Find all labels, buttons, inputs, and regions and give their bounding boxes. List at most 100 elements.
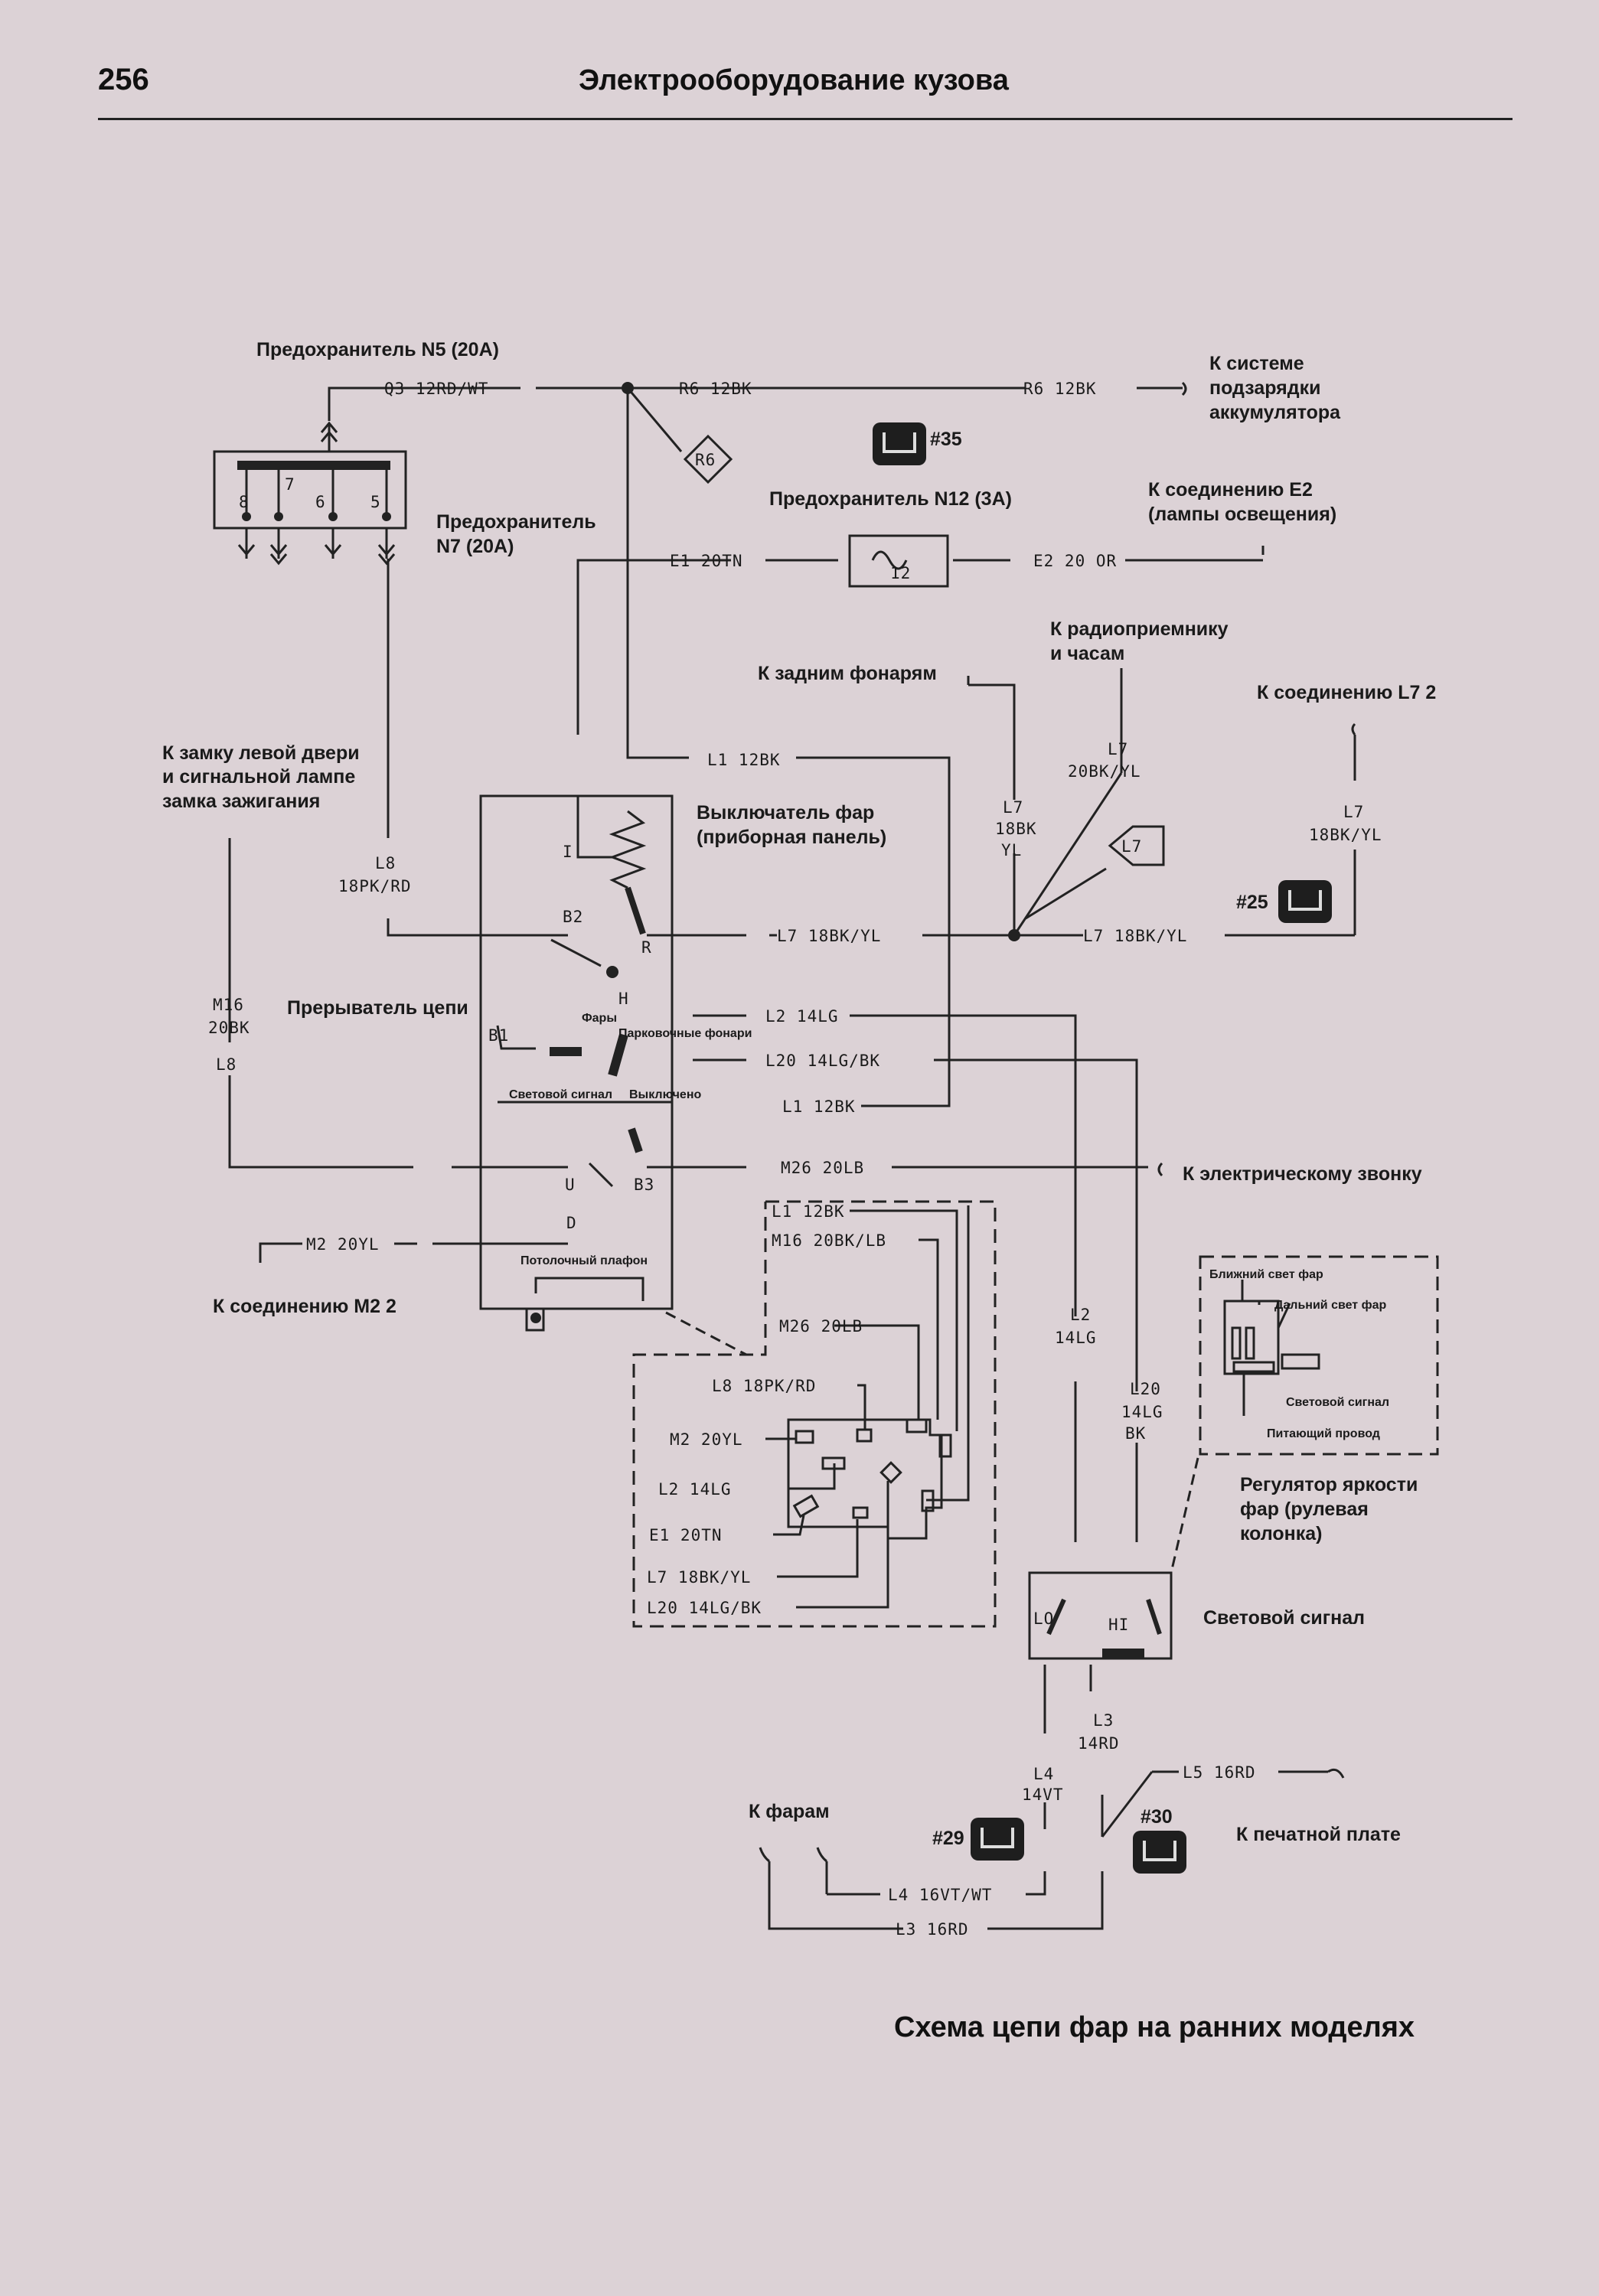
wire-q3: Q3 12RD/WT [384, 380, 488, 398]
charging-label-3: аккумулятора [1209, 402, 1341, 423]
pin-lo: LO [1033, 1609, 1054, 1628]
fuse-pin-5: 5 [370, 493, 381, 511]
fuse-block [213, 421, 407, 566]
charging-label-2: подзарядки [1209, 377, 1321, 399]
wire-lines [228, 381, 1356, 1930]
fuse-n7-label-1: Предохранитель [436, 511, 596, 533]
wire-l20: L20 14LG/BK [765, 1052, 880, 1070]
conn-m26: M26 20LB [779, 1317, 863, 1336]
signal-label: Световой сигнал [1203, 1607, 1365, 1629]
connector-view [632, 1200, 997, 1628]
charging-label-1: К системе [1209, 353, 1304, 374]
wire-l8-1: L8 [375, 854, 396, 872]
e2-label-1: К соединению E2 [1148, 479, 1313, 501]
dimmer-label-3: колонка) [1240, 1523, 1323, 1544]
headlamp-switch [479, 794, 674, 1332]
wire-l2v-2: 14LG [1055, 1329, 1097, 1347]
junction-dots [622, 382, 1020, 941]
wire-l2: L2 14LG [765, 1007, 839, 1026]
wire-l20v-3: BK [1125, 1424, 1146, 1443]
pin-b1: B1 [488, 1026, 509, 1045]
fuse-n7-label-2: N7 (20A) [436, 536, 514, 557]
dimmer-label-1: Регулятор яркости [1240, 1474, 1418, 1495]
wire-l3v-2: 14RD [1078, 1734, 1120, 1753]
l7-2-label: К соединению L7 2 [1257, 682, 1436, 703]
conn-m2: M2 20YL [670, 1430, 743, 1449]
door-label-1: К замку левой двери [162, 742, 360, 764]
rear-lamps-label: К задним фонарям [758, 663, 937, 684]
conn-e1: E1 20TN [649, 1526, 723, 1544]
conn-l20: L20 14LG/BK [647, 1599, 762, 1617]
connector-30-label: #30 [1141, 1806, 1173, 1828]
wire-l3b: L3 16RD [896, 1920, 969, 1939]
wire-l7-main: L7 18BK/YL [777, 927, 881, 945]
l7-tag-text: L7 [1121, 837, 1142, 856]
sw-off-label: Выключено [629, 1088, 701, 1101]
connector-icon-30 [1133, 1831, 1186, 1874]
wire-l4b: L4 16VT/WT [888, 1886, 992, 1904]
conn-l2: L2 14LG [658, 1480, 732, 1499]
wire-l4v-2: 14VT [1022, 1786, 1064, 1804]
fuse-n5-label: Предохранитель N5 (20A) [256, 339, 499, 360]
figure-caption: Схема цепи фар на ранних моделях [894, 2011, 1415, 2043]
wire-l7-radio-1: L7 [1108, 740, 1128, 758]
pcb-label: К печатной плате [1236, 1824, 1401, 1845]
sw-dome-label: Потолочный плафон [520, 1254, 648, 1267]
door-label-2: и сигнальной лампе [162, 766, 355, 788]
wire-l2v-1: L2 [1070, 1306, 1091, 1324]
connector-icon-29 [971, 1818, 1024, 1861]
wire-r6a: R6 12BK [679, 380, 752, 398]
wire-m16-2: 20BK [208, 1019, 250, 1037]
radio-label-1: К радиоприемнику [1050, 618, 1229, 640]
light-signal-small-label: Световой сигнал [1286, 1396, 1389, 1409]
e2-label-2: (лампы освещения) [1148, 504, 1336, 525]
switch-label-1: Выключатель фар [697, 802, 874, 823]
header-rule [98, 118, 1513, 120]
connector-icon-25 [1278, 880, 1332, 923]
wire-l7-right-2: 18BK/YL [1309, 826, 1382, 844]
wire-l5: L5 16RD [1183, 1763, 1256, 1782]
breaker-label: Прерыватель цепи [287, 997, 468, 1019]
wire-l1b: L1 12BK [782, 1097, 856, 1116]
pin-i: I [563, 843, 573, 861]
page-number: 256 [98, 63, 149, 96]
radio-label-2: и часам [1050, 643, 1124, 664]
wire-l7-right-1: L7 [1343, 803, 1364, 821]
wire-l4v-1: L4 [1033, 1765, 1054, 1783]
connector-35-label: #35 [930, 429, 962, 450]
fuse-pin-8: 8 [239, 493, 250, 511]
conn-l8: L8 18PK/RD [712, 1377, 816, 1395]
conn-l7: L7 18BK/YL [647, 1568, 751, 1587]
pin-b2: B2 [563, 908, 583, 926]
fuse-pin-7: 7 [285, 475, 295, 494]
wire-m16-1: M16 [213, 996, 244, 1014]
pin-d: D [566, 1214, 577, 1232]
wire-l20v-2: 14LG [1121, 1403, 1163, 1421]
r6-tag-text: R6 [695, 451, 716, 469]
light-signal-box [1028, 1571, 1173, 1660]
connector-29-label: #29 [932, 1828, 964, 1849]
wire-l8-2: 18PK/RD [338, 877, 412, 895]
sw-signal-label: Световой сигнал [509, 1088, 612, 1101]
pin-u: U [565, 1176, 576, 1194]
pin-r: R [641, 938, 652, 957]
pin-h: H [618, 990, 629, 1008]
page-title: Электрооборудование кузова [579, 64, 1009, 96]
wire-e1: E1 20TN [670, 552, 743, 570]
connector-25-label: #25 [1236, 892, 1268, 913]
wire-m26: M26 20LB [781, 1159, 864, 1177]
bell-label: К электрическому звонку [1183, 1163, 1422, 1185]
connector-icon-35 [873, 422, 926, 465]
fuse-n12-label: Предохранитель N12 (3A) [769, 488, 1012, 510]
wire-l3v-1: L3 [1093, 1711, 1114, 1730]
high-beam-label: Дальний свет фар [1274, 1299, 1386, 1312]
wire-r6b: R6 12BK [1023, 380, 1097, 398]
sw-parking-label: Парковочные фонари [618, 1027, 752, 1040]
wire-l20v-1: L20 [1130, 1380, 1161, 1398]
wire-l7-main2: L7 18BK/YL [1083, 927, 1187, 945]
m2-2-label: К соединению M2 2 [213, 1296, 396, 1317]
fuse-pin-6: 6 [315, 493, 326, 511]
wire-l1a: L1 12BK [707, 751, 781, 769]
pin-hi: HI [1108, 1616, 1129, 1634]
wire-m16-3: L8 [216, 1055, 237, 1074]
